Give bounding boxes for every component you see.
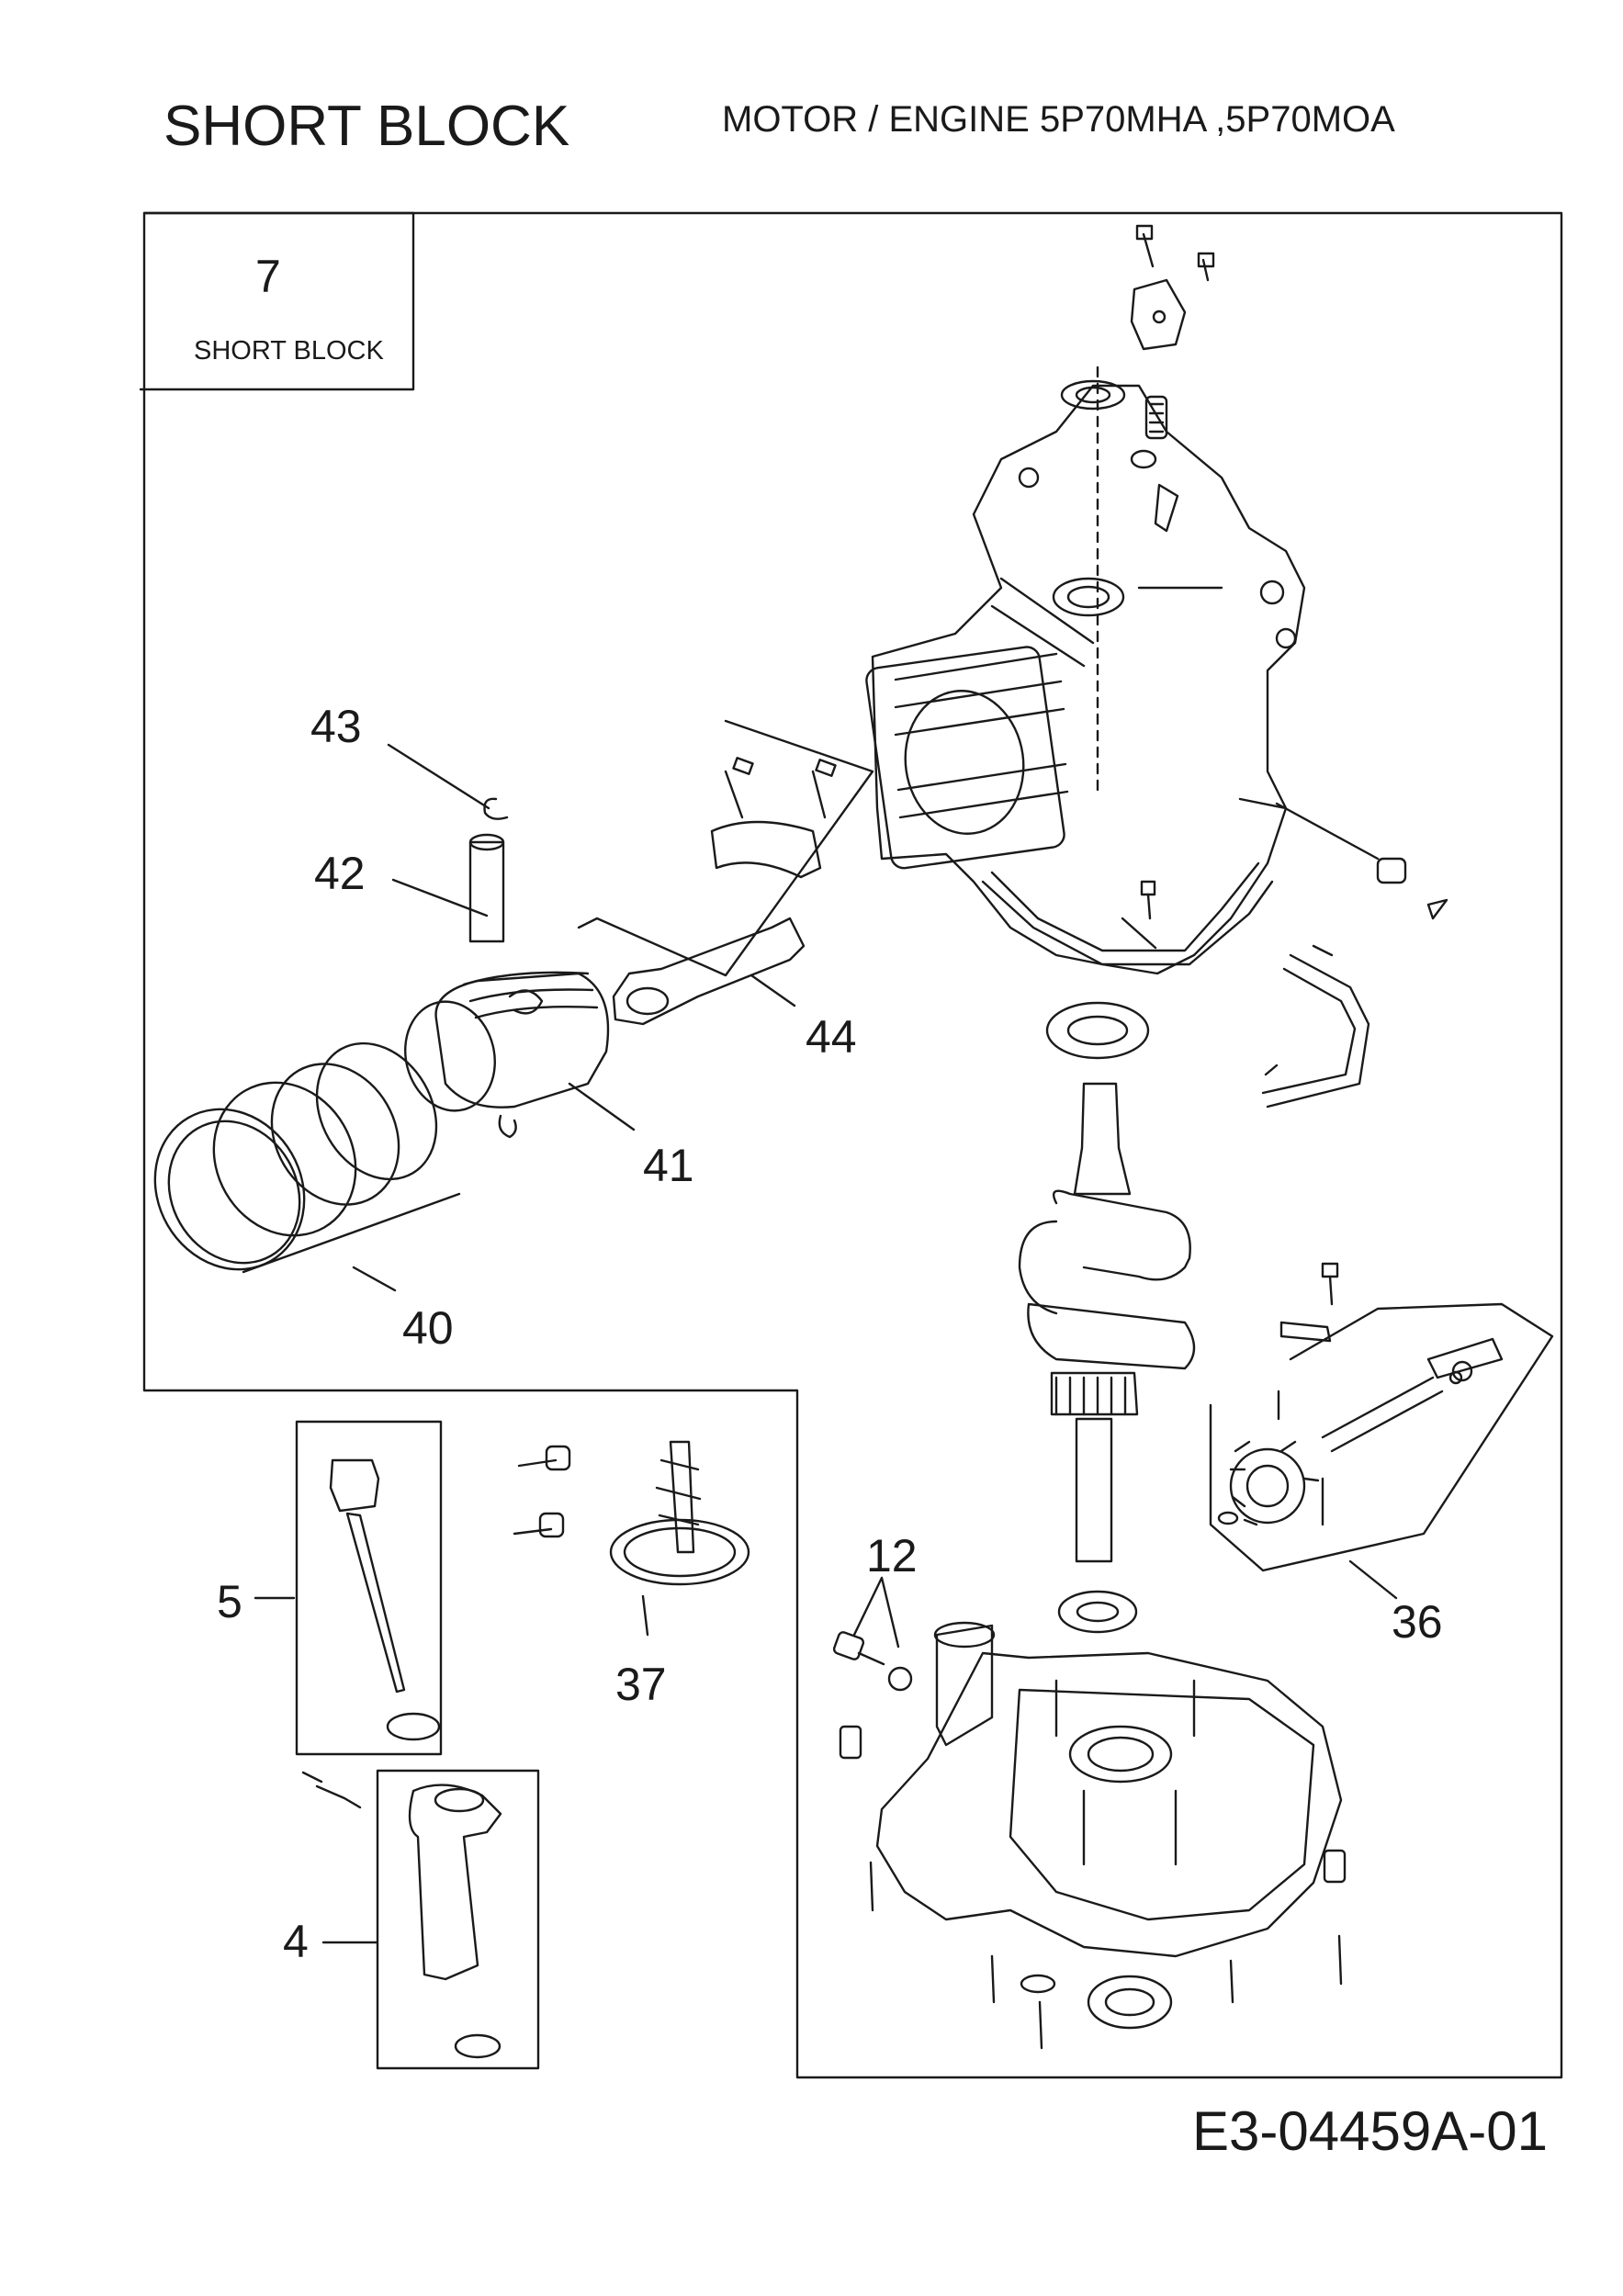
leader-lines	[255, 745, 1396, 1942]
breather-assembly-part	[1062, 226, 1213, 790]
callout-40: 40	[402, 1302, 454, 1354]
crankshaft-part	[1020, 1084, 1194, 1561]
callout-5: 5	[217, 1576, 242, 1627]
bolts-part	[514, 1446, 569, 1536]
dowel-pin-part	[1122, 918, 1155, 948]
crankcase-cover-part	[877, 1623, 1341, 1956]
piston-pin-part	[470, 842, 503, 941]
callout-42: 42	[314, 848, 366, 899]
breather-tube-part	[1268, 955, 1369, 1107]
oil-seal-part	[1059, 1592, 1136, 1632]
cover-bolts-part	[833, 1631, 1345, 2048]
dipstick-tube-part	[303, 1773, 501, 2057]
governor-assembly-part	[1211, 1264, 1552, 1570]
callout-44: 44	[806, 1011, 857, 1063]
diagram-frame	[144, 213, 1561, 2077]
circlip-part	[485, 799, 508, 819]
connecting-rod-part	[579, 721, 873, 1024]
section-number: 7	[255, 251, 281, 302]
dipstick-tube-box	[378, 1771, 538, 2068]
camshaft-part	[611, 1442, 749, 1584]
cylinder-block-part	[865, 386, 1447, 974]
document-code: E3-04459A-01	[1192, 2100, 1548, 2162]
callout-4: 4	[283, 1916, 309, 1967]
dipstick-box	[297, 1422, 441, 1754]
dipstick-part	[331, 1460, 439, 1739]
piston-rings-part	[126, 1021, 460, 1296]
main-bearing-part	[1047, 1003, 1148, 1058]
page-subtitle: MOTOR / ENGINE 5P70MHA ,5P70MOA	[722, 99, 1395, 140]
callout-12: 12	[866, 1530, 918, 1581]
callout-41: 41	[643, 1140, 694, 1191]
callout-37: 37	[615, 1659, 667, 1710]
callout-36: 36	[1392, 1596, 1443, 1648]
inset-box	[141, 213, 413, 389]
page-title: SHORT BLOCK	[163, 95, 570, 158]
gasket-part	[983, 882, 1272, 964]
section-label: SHORT BLOCK	[194, 336, 384, 366]
piston-part	[394, 973, 608, 1137]
callout-43: 43	[310, 701, 362, 752]
